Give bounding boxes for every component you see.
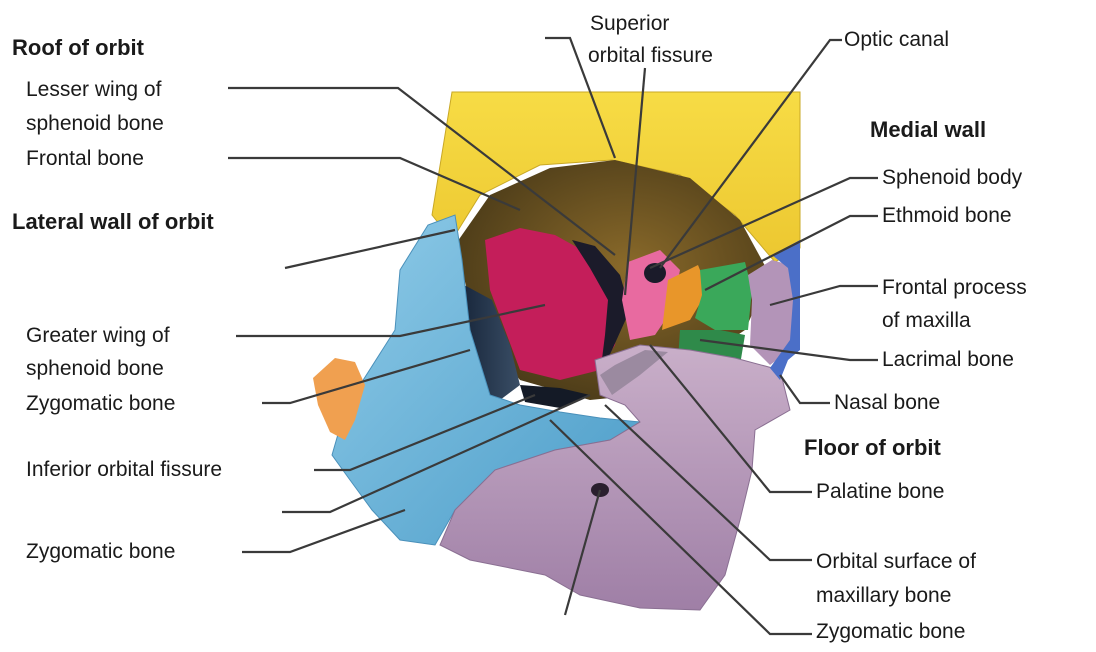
label-frontal-process-line2: of maxilla [882, 305, 971, 337]
label-ethmoid-bone: Ethmoid bone [882, 200, 1012, 232]
label-inferior-orbital-fissure: Inferior orbital fissure [26, 454, 222, 486]
label-zygomatic-bone-3: Zygomatic bone [816, 616, 965, 648]
heading-medial-wall: Medial wall [870, 114, 986, 146]
label-lacrimal-bone: Lacrimal bone [882, 344, 1014, 376]
heading-roof-of-orbit: Roof of orbit [12, 32, 144, 64]
label-palatine-bone: Palatine bone [816, 476, 944, 508]
label-superior-fissure-line1: Superior [590, 8, 669, 40]
label-orbital-surface-line1: Orbital surface of [816, 546, 976, 578]
label-optic-canal: Optic canal [844, 24, 949, 56]
label-frontal-process-line1: Frontal process [882, 272, 1027, 304]
heading-lateral-wall: Lateral wall of orbit [12, 206, 214, 238]
ethmoid-shape [695, 262, 752, 330]
label-frontal-bone: Frontal bone [26, 143, 144, 175]
label-sphenoid-body: Sphenoid body [882, 162, 1022, 194]
label-greater-wing-line1: Greater wing of [26, 320, 170, 352]
label-zygomatic-bone-1: Zygomatic bone [26, 388, 175, 420]
heading-floor-of-orbit: Floor of orbit [804, 432, 941, 464]
label-zygomatic-bone-2: Zygomatic bone [26, 536, 175, 568]
label-lesser-wing-line1: Lesser wing of [26, 74, 161, 106]
label-greater-wing-line2: sphenoid bone [26, 353, 164, 385]
label-superior-fissure-line2: orbital fissure [588, 40, 713, 72]
label-nasal-bone: Nasal bone [834, 387, 940, 419]
label-lesser-wing-line2: sphenoid bone [26, 108, 164, 140]
label-orbital-surface-line2: maxillary bone [816, 580, 951, 612]
